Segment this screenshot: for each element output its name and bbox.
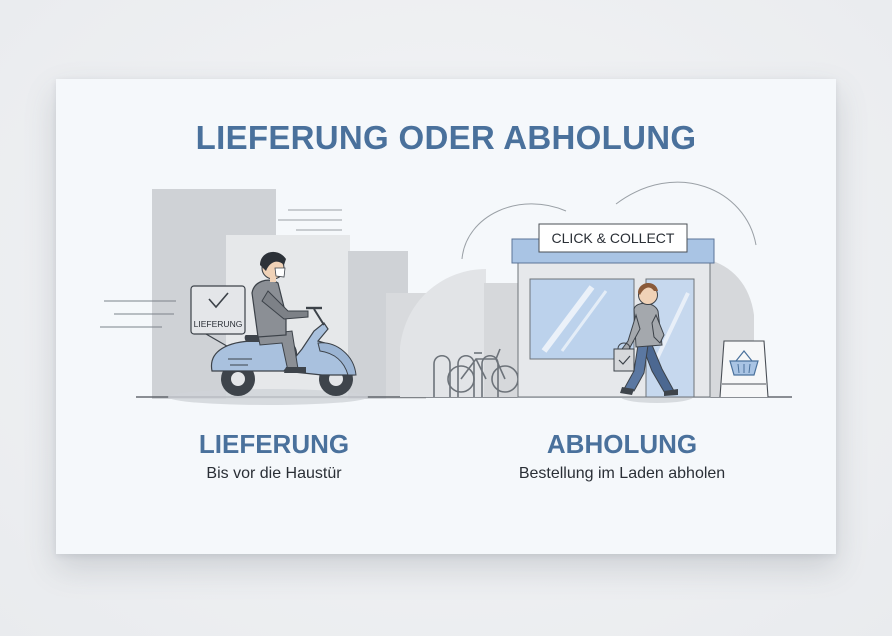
bicycle-rack-icon: [433, 348, 519, 397]
right-buildings: [400, 181, 757, 397]
shopping-basket-icon: [719, 340, 769, 398]
illustration-card: LIEFERUNG: [56, 79, 836, 554]
store-sign: [538, 223, 688, 253]
delivery-scooter-icon: LIEFERUNG: [190, 251, 357, 396]
customer-figure: [613, 282, 678, 396]
store-building: CLICK & COLLECT: [511, 223, 715, 398]
illustration: LIEFERUNG: [100, 181, 792, 405]
delivery-subtitle: Bis vor die Haustür: [206, 465, 342, 482]
delivery-title: LIEFERUNG: [198, 429, 350, 459]
speed-lines: [100, 300, 176, 328]
delivery-box-label: LIEFERUNG: [194, 319, 243, 329]
pickup-subtitle: Bestellung im Laden abholen: [518, 465, 726, 482]
page-title: LIEFERUNG ODER ABHOLUNG: [195, 119, 697, 156]
store-sign-text: CLICK & COLLECT: [552, 230, 675, 246]
pickup-title: ABHOLUNG: [546, 429, 698, 459]
